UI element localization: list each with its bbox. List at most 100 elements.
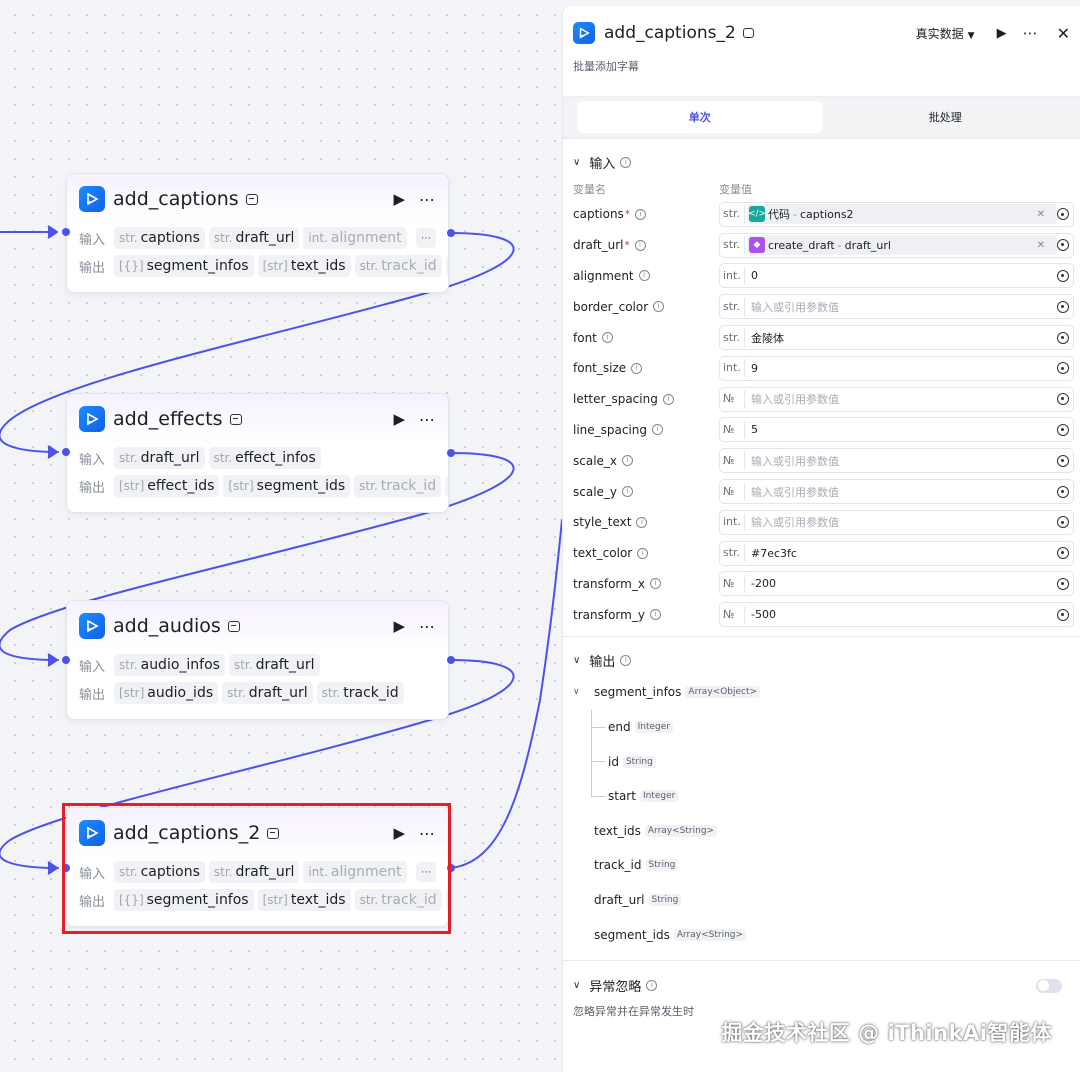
clear-reference-icon[interactable]: ✕ <box>1036 208 1045 220</box>
type-selector[interactable]: str. <box>723 328 745 347</box>
input-port[interactable] <box>62 864 70 872</box>
output-chip: str.track_id <box>354 889 442 911</box>
exception-section-header[interactable]: ∨ 异常忽略 i <box>563 975 1080 997</box>
param-value-input[interactable]: str.#7ec3fc <box>719 540 1074 566</box>
param-value-input[interactable]: str.金陵体 <box>719 325 1074 351</box>
type-selector[interactable]: № <box>723 605 745 624</box>
run-node-button[interactable]: ▶ <box>393 824 405 842</box>
type-selector[interactable]: № <box>723 482 745 501</box>
more-outputs-icon[interactable]: ⋯ <box>445 476 448 496</box>
panel-description[interactable]: 批量添加字幕 <box>573 60 639 73</box>
plugin-badge-icon <box>227 620 240 632</box>
type-selector[interactable]: № <box>723 390 745 409</box>
type-selector[interactable]: int. <box>723 266 745 285</box>
param-value-input[interactable]: №-200 <box>719 571 1074 597</box>
variable-ref-icon[interactable] <box>1057 239 1069 252</box>
chevron-down-icon: ∨ <box>573 156 581 168</box>
variable-ref-icon[interactable] <box>1057 331 1069 344</box>
workflow-node-add-effects[interactable]: add_effects ▶ ⋯ 输入 str.draft_url str.eff… <box>66 393 449 513</box>
variable-ref-icon[interactable] <box>1057 300 1069 313</box>
input-port[interactable] <box>62 448 70 456</box>
variable-ref-icon[interactable] <box>1057 608 1069 621</box>
clear-reference-icon[interactable]: ✕ <box>1036 239 1045 251</box>
variable-ref-icon[interactable] <box>1057 547 1069 560</box>
variable-ref-icon[interactable] <box>1057 208 1069 221</box>
output-port[interactable] <box>447 449 455 457</box>
more-options-icon[interactable]: ⋯ <box>419 616 436 636</box>
chevron-down-icon: ∨ <box>573 980 581 992</box>
variable-ref-icon[interactable] <box>1057 516 1069 529</box>
variable-ref-icon[interactable] <box>1057 577 1069 590</box>
type-selector[interactable]: № <box>723 451 745 470</box>
input-section-header[interactable]: ∨ 输入 i <box>563 151 1080 173</box>
ignore-exception-toggle[interactable] <box>1036 978 1062 993</box>
param-value-input[interactable]: str.输入或引用参数值 <box>719 294 1074 320</box>
data-mode-select[interactable]: 真实数据▼ <box>916 25 975 42</box>
inputs-label: 输入 <box>79 232 106 248</box>
more-inputs-icon[interactable]: ⋯ <box>416 228 436 248</box>
more-outputs-icon[interactable]: ⋯ <box>445 256 448 276</box>
workflow-node-add-captions-2[interactable]: add_captions_2 ▶ ⋯ 输入 str.captions str.d… <box>66 807 449 927</box>
chevron-down-icon[interactable]: ∨ <box>573 687 580 698</box>
variable-ref-icon[interactable] <box>1057 362 1069 375</box>
type-selector[interactable]: int. <box>723 359 745 378</box>
type-selector[interactable]: str. <box>723 236 745 255</box>
output-port[interactable] <box>447 864 455 872</box>
info-icon: i <box>601 332 613 344</box>
output-section-header[interactable]: ∨ 输出 i <box>563 649 1080 671</box>
variable-reference-chip[interactable]: </>代码-captions2✕ <box>747 204 1057 225</box>
param-value-input[interactable]: №-500 <box>719 602 1074 628</box>
more-outputs-icon[interactable]: ⋯ <box>445 890 448 910</box>
workflow-node-add-audios[interactable]: add_audios ▶ ⋯ 输入 str.audio_infos str.dr… <box>66 600 449 720</box>
more-options-icon[interactable]: ⋯ <box>1022 24 1039 42</box>
output-type-badge: String <box>622 755 656 768</box>
type-selector[interactable]: № <box>723 420 745 439</box>
tree-branch <box>591 795 605 797</box>
run-node-button[interactable]: ▶ <box>393 190 405 208</box>
type-selector[interactable]: str. <box>723 297 745 316</box>
variable-ref-icon[interactable] <box>1057 269 1069 282</box>
run-node-button[interactable]: ▶ <box>393 410 405 428</box>
plugin-badge-icon <box>267 827 280 839</box>
type-selector[interactable]: str. <box>723 205 745 224</box>
variable-ref-icon[interactable] <box>1057 454 1069 467</box>
close-icon[interactable]: ✕ <box>1056 23 1070 43</box>
workflow-node-add-captions[interactable]: add_captions ▶ ⋯ 输入 str.captions str.dra… <box>66 173 449 293</box>
input-chip: int.alignment <box>303 227 407 249</box>
param-value-input[interactable]: int.9 <box>719 355 1074 381</box>
panel-title[interactable]: add_captions_2 <box>604 23 736 43</box>
tab-single[interactable]: 单次 <box>577 101 823 133</box>
variable-reference-chip[interactable]: ◆create_draft-draft_url✕ <box>747 235 1057 256</box>
input-port[interactable] <box>62 656 70 664</box>
type-selector[interactable]: str. <box>723 544 745 563</box>
more-options-icon[interactable]: ⋯ <box>419 189 436 209</box>
tab-batch[interactable]: 批处理 <box>928 111 962 124</box>
run-node-button[interactable]: ▶ <box>393 617 405 635</box>
output-port[interactable] <box>447 656 455 664</box>
param-value-input[interactable]: str.◆create_draft-draft_url✕ <box>719 232 1074 258</box>
param-value-input[interactable]: int.0 <box>719 263 1074 289</box>
type-selector[interactable]: № <box>723 574 745 593</box>
input-chip: str.draft_url <box>208 227 300 249</box>
more-options-icon[interactable]: ⋯ <box>419 823 436 843</box>
run-button[interactable]: ▶ <box>996 25 1007 41</box>
more-inputs-icon[interactable]: ⋯ <box>416 862 436 882</box>
variable-ref-icon[interactable] <box>1057 393 1069 406</box>
tree-branch <box>591 726 605 728</box>
variable-ref-icon[interactable] <box>1057 485 1069 498</box>
param-value-input[interactable]: int.输入或引用参数值 <box>719 509 1074 535</box>
more-options-icon[interactable]: ⋯ <box>419 409 436 429</box>
output-port[interactable] <box>447 229 455 237</box>
type-selector[interactable]: int. <box>723 513 745 532</box>
param-value-input[interactable]: str.</>代码-captions2✕ <box>719 201 1074 227</box>
variable-ref-icon[interactable] <box>1057 423 1069 436</box>
input-port[interactable] <box>62 228 70 236</box>
